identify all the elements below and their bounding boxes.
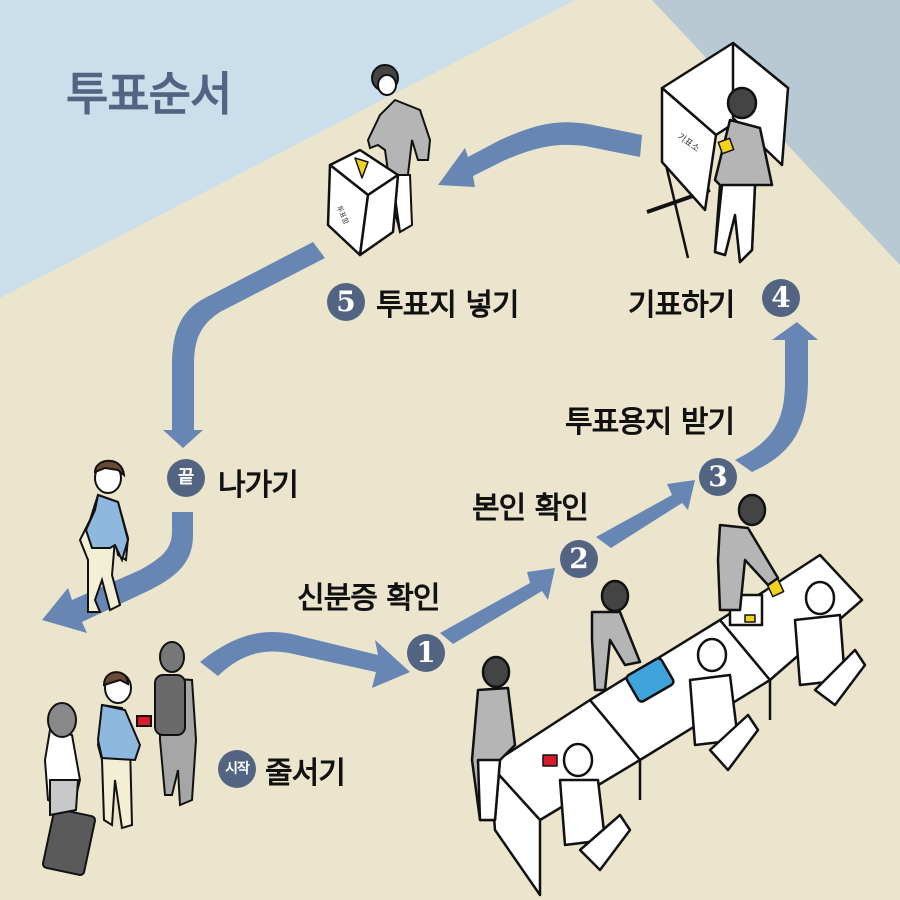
step-label-3: 투표용지 받기 xyxy=(565,405,735,440)
voter-person-4 xyxy=(713,86,774,264)
voting-booth-scene xyxy=(646,41,790,264)
exit-person xyxy=(78,459,130,613)
queue-people xyxy=(41,641,198,876)
step-label-start: 줄서기 xyxy=(265,756,346,791)
step-label-end: 나가기 xyxy=(218,468,299,503)
arrow-end-to-exit xyxy=(42,512,193,633)
step-label-4: 기표하기 xyxy=(628,288,735,323)
ballot-box xyxy=(326,148,400,257)
arrow-3-to-4 xyxy=(735,322,818,472)
arrow-start-to-1 xyxy=(200,632,410,688)
staff-person-3 xyxy=(716,493,780,612)
step-badge-3: 3 xyxy=(699,458,737,496)
arrow-2-to-3 xyxy=(596,480,695,548)
staff-person-1 xyxy=(470,655,517,822)
registration-desk-scene xyxy=(470,493,867,897)
step-badge-5: 5 xyxy=(327,283,365,321)
background-blue xyxy=(0,0,575,298)
step-badge-2: 2 xyxy=(560,540,598,578)
person-with-backpack xyxy=(154,641,198,807)
signature-pad xyxy=(625,657,675,703)
staff-person-2 xyxy=(590,579,642,692)
person-with-id-card xyxy=(96,671,152,830)
step-label-5: 투표지 넣기 xyxy=(376,288,519,323)
step-badge-1: 1 xyxy=(407,634,445,672)
person-with-suitcase xyxy=(41,702,97,876)
arrow-4-to-5 xyxy=(438,122,642,187)
step-badge-end: 끝 xyxy=(167,459,205,497)
voter-seated-3 xyxy=(793,580,867,707)
step-badge-4: 4 xyxy=(762,279,800,317)
step-badge-start: 시작 xyxy=(218,750,256,788)
arrow-5-to-end xyxy=(163,242,325,448)
step-label-2: 본인 확인 xyxy=(472,491,589,526)
step-label-1: 신분증 확인 xyxy=(297,581,440,616)
voter-seated-2 xyxy=(688,637,760,772)
page-title: 투표순서 xyxy=(66,67,232,121)
ballot-box-scene: 투표함 xyxy=(326,64,432,257)
voter-seated-1 xyxy=(558,742,632,872)
arrow-1-to-2 xyxy=(440,568,555,644)
flow-arrows xyxy=(42,122,818,688)
